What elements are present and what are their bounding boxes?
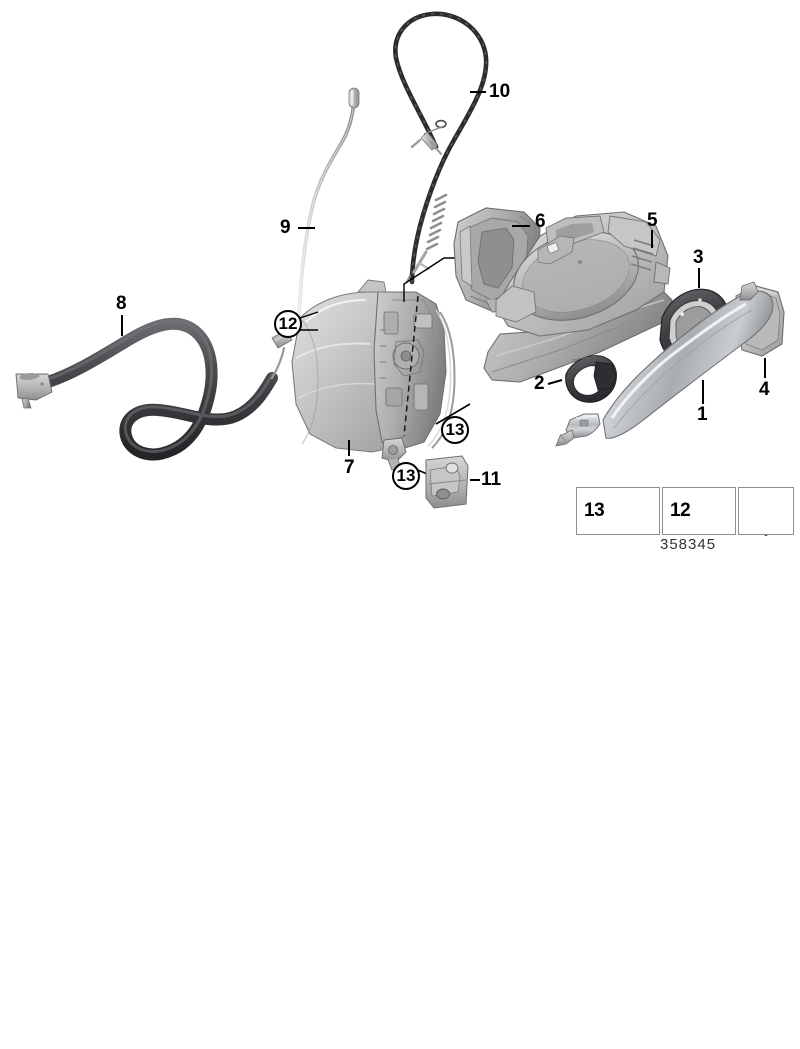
part-5-handle-carrier bbox=[483, 211, 673, 383]
diagram-part-number: 358345 bbox=[660, 536, 717, 553]
callout-label-4: 4 bbox=[759, 379, 770, 400]
legend-number-12: 12 bbox=[670, 500, 691, 521]
cable-10-fitting bbox=[410, 119, 447, 155]
callout-label-1: 1 bbox=[697, 404, 708, 425]
legend-cell-screw-13: 13 bbox=[576, 487, 660, 535]
parts-diagram-canvas: 1 2 3 4 5 6 7 8 9 10 11 12 13 13 13 bbox=[15, 11, 794, 553]
callout-label-6: 6 bbox=[535, 211, 546, 232]
part-11-cable-retaining-clip bbox=[425, 455, 480, 509]
callout-label-7: 7 bbox=[344, 457, 355, 478]
circled-callout-13-lock: 13 bbox=[441, 416, 469, 444]
countersunk-torx-screw-icon bbox=[606, 489, 646, 533]
cable-8-end-clip bbox=[15, 373, 53, 409]
legend-cell-direction bbox=[738, 487, 794, 535]
part-7-door-lock-assembly bbox=[291, 257, 471, 477]
diagram-illustration bbox=[15, 11, 791, 536]
callout-label-8: 8 bbox=[116, 293, 127, 314]
part-8-bowden-cable-inner-handle bbox=[15, 315, 293, 461]
cable-10-spring bbox=[406, 193, 448, 283]
legend-number-13: 13 bbox=[584, 500, 605, 521]
circled-callout-12: 12 bbox=[274, 310, 302, 338]
legend-cell-screw-12: 12 bbox=[662, 487, 736, 535]
part-1-outer-door-handle bbox=[555, 281, 774, 447]
part-2-lock-cylinder-cover bbox=[547, 355, 617, 403]
callout-label-2: 2 bbox=[534, 373, 545, 394]
callout-label-3: 3 bbox=[693, 247, 704, 268]
callout-label-11: 11 bbox=[481, 469, 502, 490]
callout-label-9: 9 bbox=[280, 217, 291, 238]
pan-head-torx-screw-icon bbox=[692, 489, 732, 533]
legend: 13 12 bbox=[576, 487, 794, 535]
part-10-bowden-cable-lock bbox=[393, 11, 489, 285]
callout-label-10: 10 bbox=[489, 81, 511, 102]
callout-label-5: 5 bbox=[647, 210, 658, 231]
circled-callout-13-clip: 13 bbox=[392, 462, 420, 490]
part-9-locking-rod bbox=[296, 87, 360, 342]
